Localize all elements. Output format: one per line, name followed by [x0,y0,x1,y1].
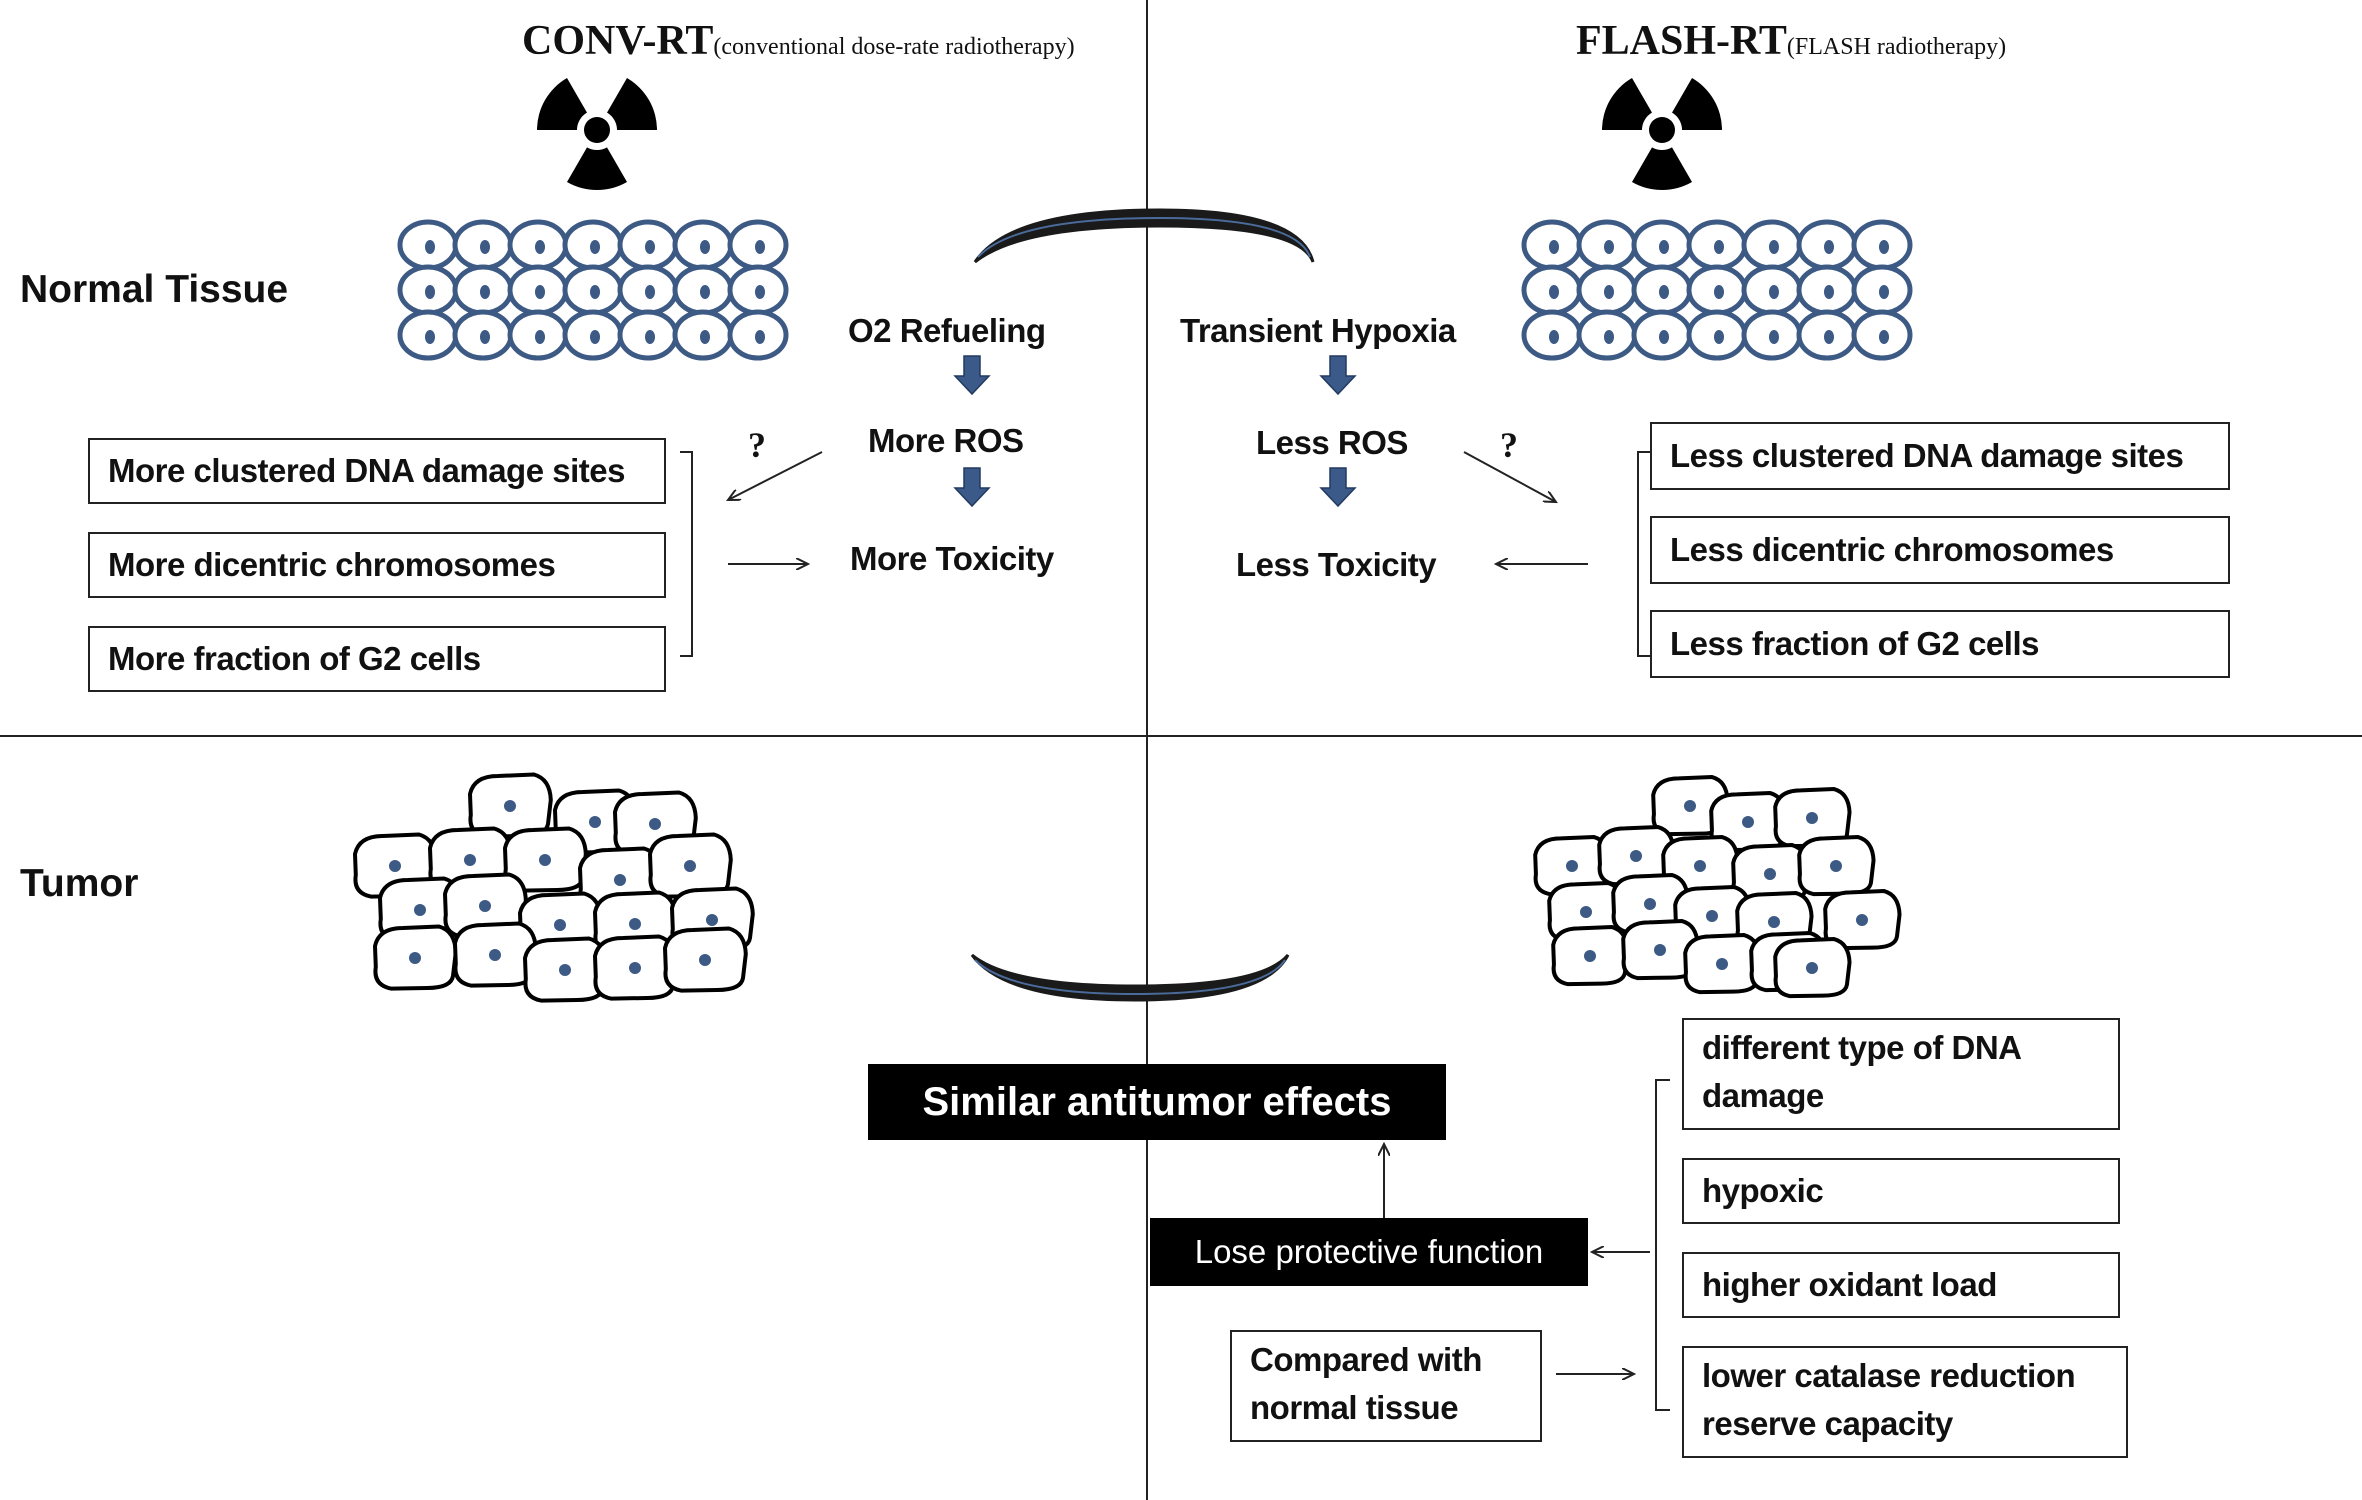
tumor-label: Tumor [20,862,139,905]
conv-rt-title: CONV-RT(conventional dose-rate radiother… [522,20,1075,62]
left-bracket [680,451,693,657]
normal-cells-icon [397,219,789,361]
flash-effect-box: Less dicentric chromosomes [1650,516,2230,584]
question-mark-left: ? [748,425,766,465]
conv-effect-box: More dicentric chromosomes [88,532,666,598]
flash-effect-box: Less clustered DNA damage sites [1650,422,2230,490]
comparison-bracket-icon [973,208,1315,264]
question-mark-right: ? [1500,425,1518,465]
more-ros-label: More ROS [868,422,1024,459]
conv-rt-title-main: CONV-RT [522,18,714,64]
down-arrow-icon [953,467,991,508]
flash-effect-box: Less fraction of G2 cells [1650,610,2230,678]
tumor-cells-icon [1533,775,1902,999]
tumor-property-box: hypoxic [1682,1158,2120,1224]
lose-protective-function-box: Lose protective function [1150,1218,1588,1286]
question-arrow-right [1463,451,1556,502]
tumor-property-box: higher oxidant load [1682,1252,2120,1318]
compared-with-normal-tissue-box: Compared with normal tissue [1230,1330,1542,1442]
tumor-property-box: different type of DNA damage [1682,1018,2120,1130]
radiation-icon [537,78,657,190]
flash-rt-title-sub: (FLASH radiotherapy) [1786,34,2007,60]
flash-rt-title-main: FLASH-RT [1576,18,1787,64]
less-toxicity-label: Less Toxicity [1236,546,1437,583]
tumor-cells-icon [353,772,755,1003]
more-toxicity-label: More Toxicity [850,540,1054,577]
similar-antitumor-effects-box: Similar antitumor effects [868,1064,1446,1140]
normal-cells-icon [1521,219,1913,361]
normal-tissue-label: Normal Tissue [20,268,289,311]
transient-hypoxia-label: Transient Hypoxia [1180,312,1456,349]
tumor-bracket [1655,1079,1670,1411]
tumor-property-box: lower catalase reduction reserve capacit… [1682,1346,2128,1458]
flash-rt-title: FLASH-RT(FLASH radiotherapy) [1576,20,2006,62]
o2-refueling-label: O2 Refueling [848,312,1046,349]
radiation-icon [1602,78,1722,190]
conv-rt-title-sub: (conventional dose-rate radiotherapy) [713,34,1075,60]
question-arrow-left [728,451,823,500]
right-bracket [1637,451,1652,657]
down-arrow-icon [1319,355,1357,396]
conv-effect-box: More fraction of G2 cells [88,626,666,692]
less-ros-label: Less ROS [1256,424,1408,461]
down-arrow-icon [953,355,991,396]
down-arrow-icon [1319,467,1357,508]
conv-effect-box: More clustered DNA damage sites [88,438,666,504]
